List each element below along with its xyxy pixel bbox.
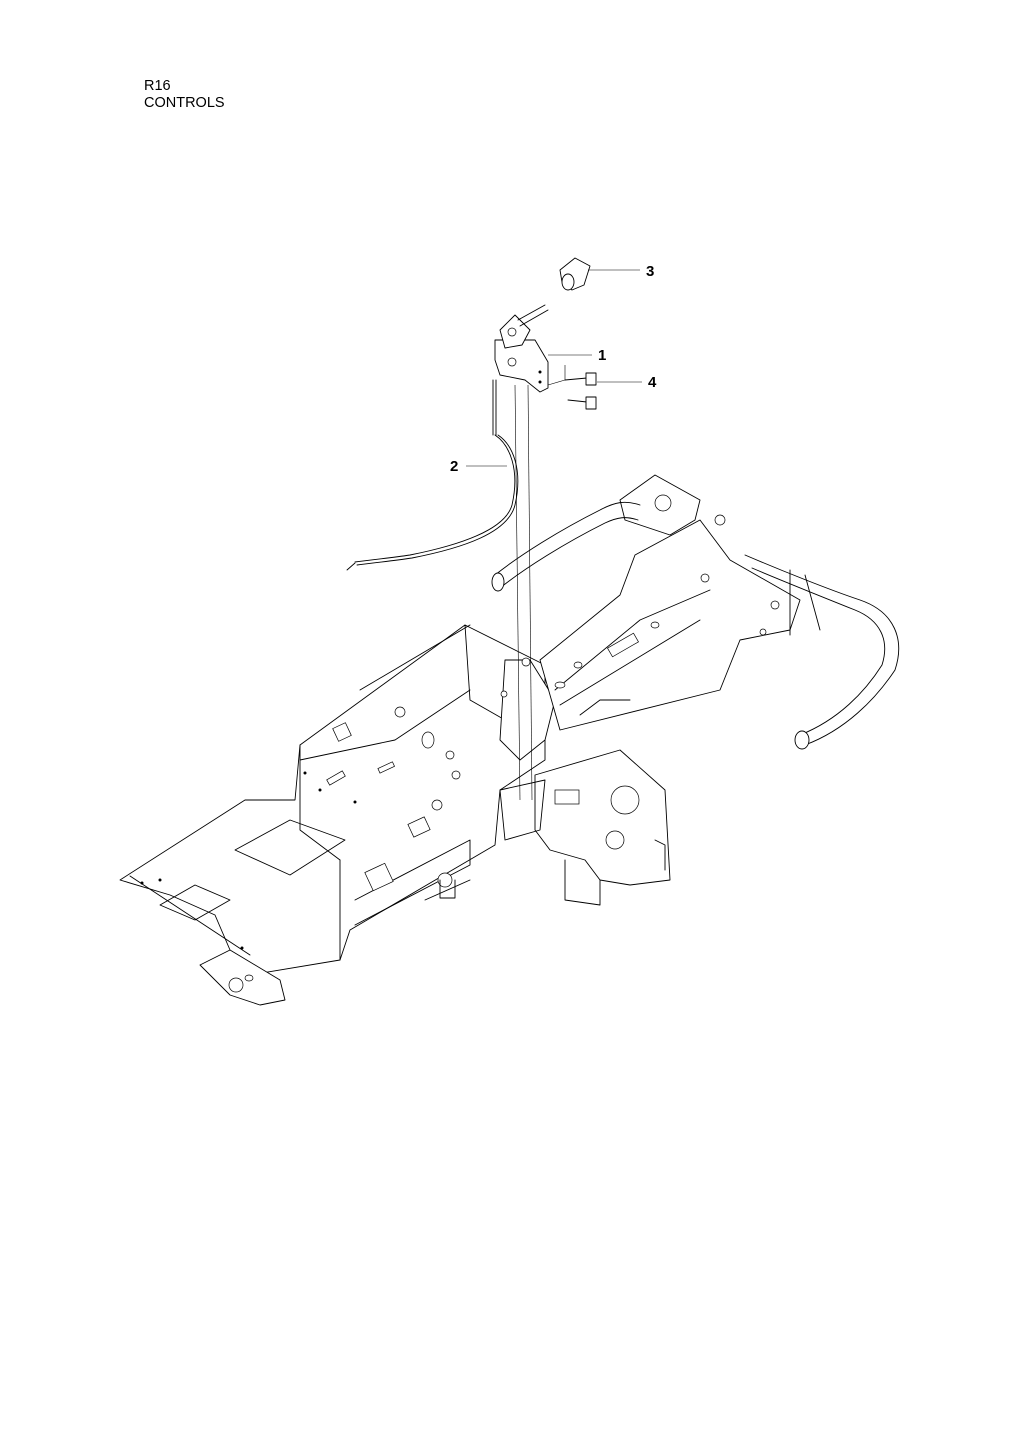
screws-part-4 (564, 372, 597, 410)
model-code: R16 (144, 78, 171, 94)
section-title: CONTROLS (144, 95, 225, 111)
roll-bar-tube (491, 501, 900, 750)
callout-3: 3 (646, 263, 654, 280)
page-header: R16 CONTROLS (144, 78, 225, 112)
callout-1: 1 (598, 347, 606, 364)
callout-4: 4 (648, 374, 657, 391)
chassis-frame (119, 474, 801, 1006)
control-knob-part-3 (559, 257, 591, 291)
control-bracket-part-1 (494, 304, 549, 393)
control-cable-part-2 (346, 379, 519, 571)
leader-lines (466, 269, 642, 801)
callout-2: 2 (450, 458, 458, 475)
